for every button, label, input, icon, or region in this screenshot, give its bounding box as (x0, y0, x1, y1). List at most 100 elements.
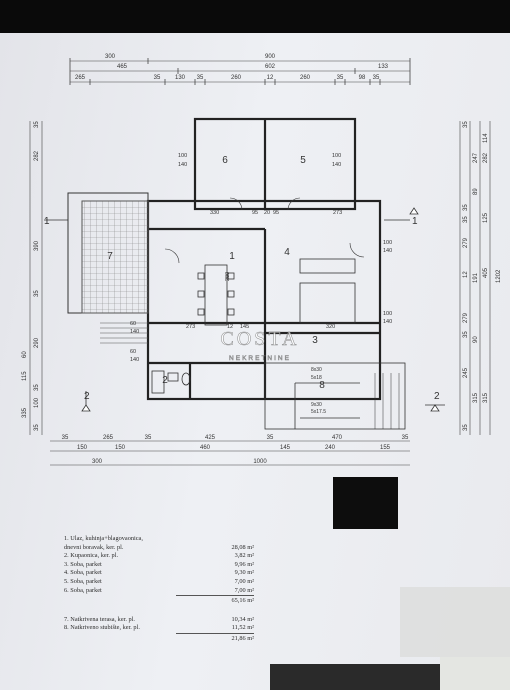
dim-left-1: 282 (34, 150, 40, 161)
stair-label-3: 5x17.5 (311, 409, 326, 415)
dim-bottom-10: 145 (280, 445, 291, 451)
stair-steps (100, 322, 148, 344)
dim-bottom-5: 470 (332, 435, 343, 441)
dim-inner-18: 140 (130, 329, 139, 335)
dim-right-10: 191 (473, 272, 479, 283)
dim-top-5: 265 (75, 75, 86, 81)
legend-value: 9,96 m² (234, 560, 254, 568)
legend-value (216, 535, 254, 544)
dim-inner-1: 140 (178, 162, 187, 168)
dim-inner-5: 95 (252, 210, 258, 216)
room-4-number: 4 (284, 247, 290, 258)
dim-inner-12: 12 (227, 324, 233, 330)
dim-top-3: 602 (265, 64, 276, 70)
dim-inner-7: 95 (273, 210, 279, 216)
dim-right-11: 405 (483, 267, 489, 278)
room-8-number: 8 (319, 380, 325, 391)
section-markers (44, 207, 445, 412)
dim-right-13: 279 (463, 312, 469, 323)
dim-top-11: 260 (300, 75, 311, 81)
inner-dimension-text: 100 140 100 140 330 95 20 95 273 100 140… (130, 153, 392, 363)
dim-bottom-11: 240 (325, 445, 336, 451)
dim-left-6: 115 (22, 371, 28, 381)
legend-row: 1. Ulaz, kuhinja+blagovaonica, (64, 535, 254, 544)
dim-right-2: 247 (473, 152, 479, 163)
dim-top-2: 465 (117, 64, 128, 70)
legend-label: 6. Soba, parket (64, 586, 102, 594)
dim-top-1: 900 (265, 54, 276, 60)
dim-top-7: 130 (175, 75, 186, 81)
dim-inner-17: 60 (130, 321, 136, 327)
dim-right-16: 245 (463, 367, 469, 378)
bottom-dimension-text: 35 265 35 425 35 470 35 150 150 460 145 … (62, 435, 409, 465)
legend-value: 9,30 m² (234, 569, 254, 577)
dim-left-7: 35 (34, 384, 40, 391)
top-dark-bar (0, 0, 510, 33)
dim-bottom-6: 35 (402, 435, 409, 441)
legend-label: 2. Kupaonica, ker. pl. (64, 552, 119, 560)
dim-top-10: 12 (267, 75, 274, 81)
dim-inner-13: 145 (240, 324, 249, 330)
section-right-bottom: 2 (434, 391, 440, 402)
legend-label: 8. Natkriveno stubište, ker. pl. (64, 624, 140, 632)
terrace (67, 192, 149, 314)
dim-bottom-12: 155 (380, 445, 391, 451)
dim-left-3: 35 (34, 290, 40, 297)
dim-left-9: 335 (22, 407, 28, 418)
dim-right-3: 282 (483, 152, 489, 163)
legend-label: 5. Soba, parket (64, 577, 102, 585)
dim-right-6: 125 (483, 212, 489, 223)
redaction-block (333, 477, 398, 529)
dim-right-1: 114 (483, 133, 489, 143)
dim-right-5: 89 (473, 188, 479, 195)
dim-inner-8: 273 (333, 210, 342, 216)
dim-top-6: 35 (154, 75, 161, 81)
room-3-number: 3 (312, 335, 318, 346)
dim-inner-9: 100 (383, 240, 392, 246)
room-6-number: 6 (222, 155, 228, 166)
room-1-number: 1 (229, 251, 235, 262)
dim-bottom-3: 425 (205, 435, 216, 441)
dim-inner-4: 330 (210, 210, 219, 216)
dim-top-14: 35 (373, 75, 380, 81)
dining-table (197, 264, 235, 326)
legend-row: 4. Soba, parket 9,30 m² (64, 569, 254, 578)
dim-right-7: 35 (463, 216, 469, 223)
dim-inner-21: 280 (225, 272, 231, 281)
stair-label-2: 9x30 (311, 402, 322, 408)
dim-right-12: 1202 (496, 269, 502, 283)
bed (299, 258, 356, 324)
dim-left-10: 35 (34, 424, 40, 431)
area-legend: 1. Ulaz, kuhinja+blagovaonica, dnevni bo… (64, 535, 254, 644)
dim-bottom-7: 150 (77, 445, 88, 451)
dim-right-19: 35 (463, 424, 469, 431)
legend-value: 28,08 m² (231, 543, 254, 551)
section-left-bottom: 2 (84, 391, 90, 402)
dim-left-4: 290 (34, 337, 40, 348)
room-2-number: 2 (162, 375, 168, 386)
dim-inner-0: 100 (178, 153, 187, 159)
section-left-top: 1 (44, 216, 50, 227)
dim-inner-19: 60 (130, 349, 136, 355)
doors (164, 197, 365, 264)
legend-value: 10,34 m² (231, 615, 254, 623)
dim-inner-2: 100 (332, 153, 341, 159)
section-right-top: 1 (412, 216, 418, 227)
legend-row: 2. Kupaonica, ker. pl.3,82 m² (64, 552, 254, 561)
top-dimension-text: 300 900 465 602 133 265 35 130 35 260 12… (75, 54, 389, 81)
dim-top-13: 98 (359, 75, 366, 81)
dim-top-4: 133 (378, 64, 389, 70)
legend-label: 4. Soba, parket (64, 569, 102, 577)
dim-top-9: 260 (231, 75, 242, 81)
dim-bottom-1: 265 (103, 435, 114, 441)
dim-bottom-2: 35 (145, 435, 152, 441)
dim-right-18: 315 (483, 392, 489, 403)
legend-value: 11,52 m² (231, 624, 254, 632)
dim-right-8: 279 (463, 237, 469, 248)
section-marker-text: 1 1 2 2 (44, 216, 440, 402)
dim-left-8: 100 (34, 397, 40, 408)
legend-row: 7. Natkrivena terasa, ker. pl.10,34 m² (64, 616, 254, 625)
dim-left-0: 35 (34, 121, 40, 128)
